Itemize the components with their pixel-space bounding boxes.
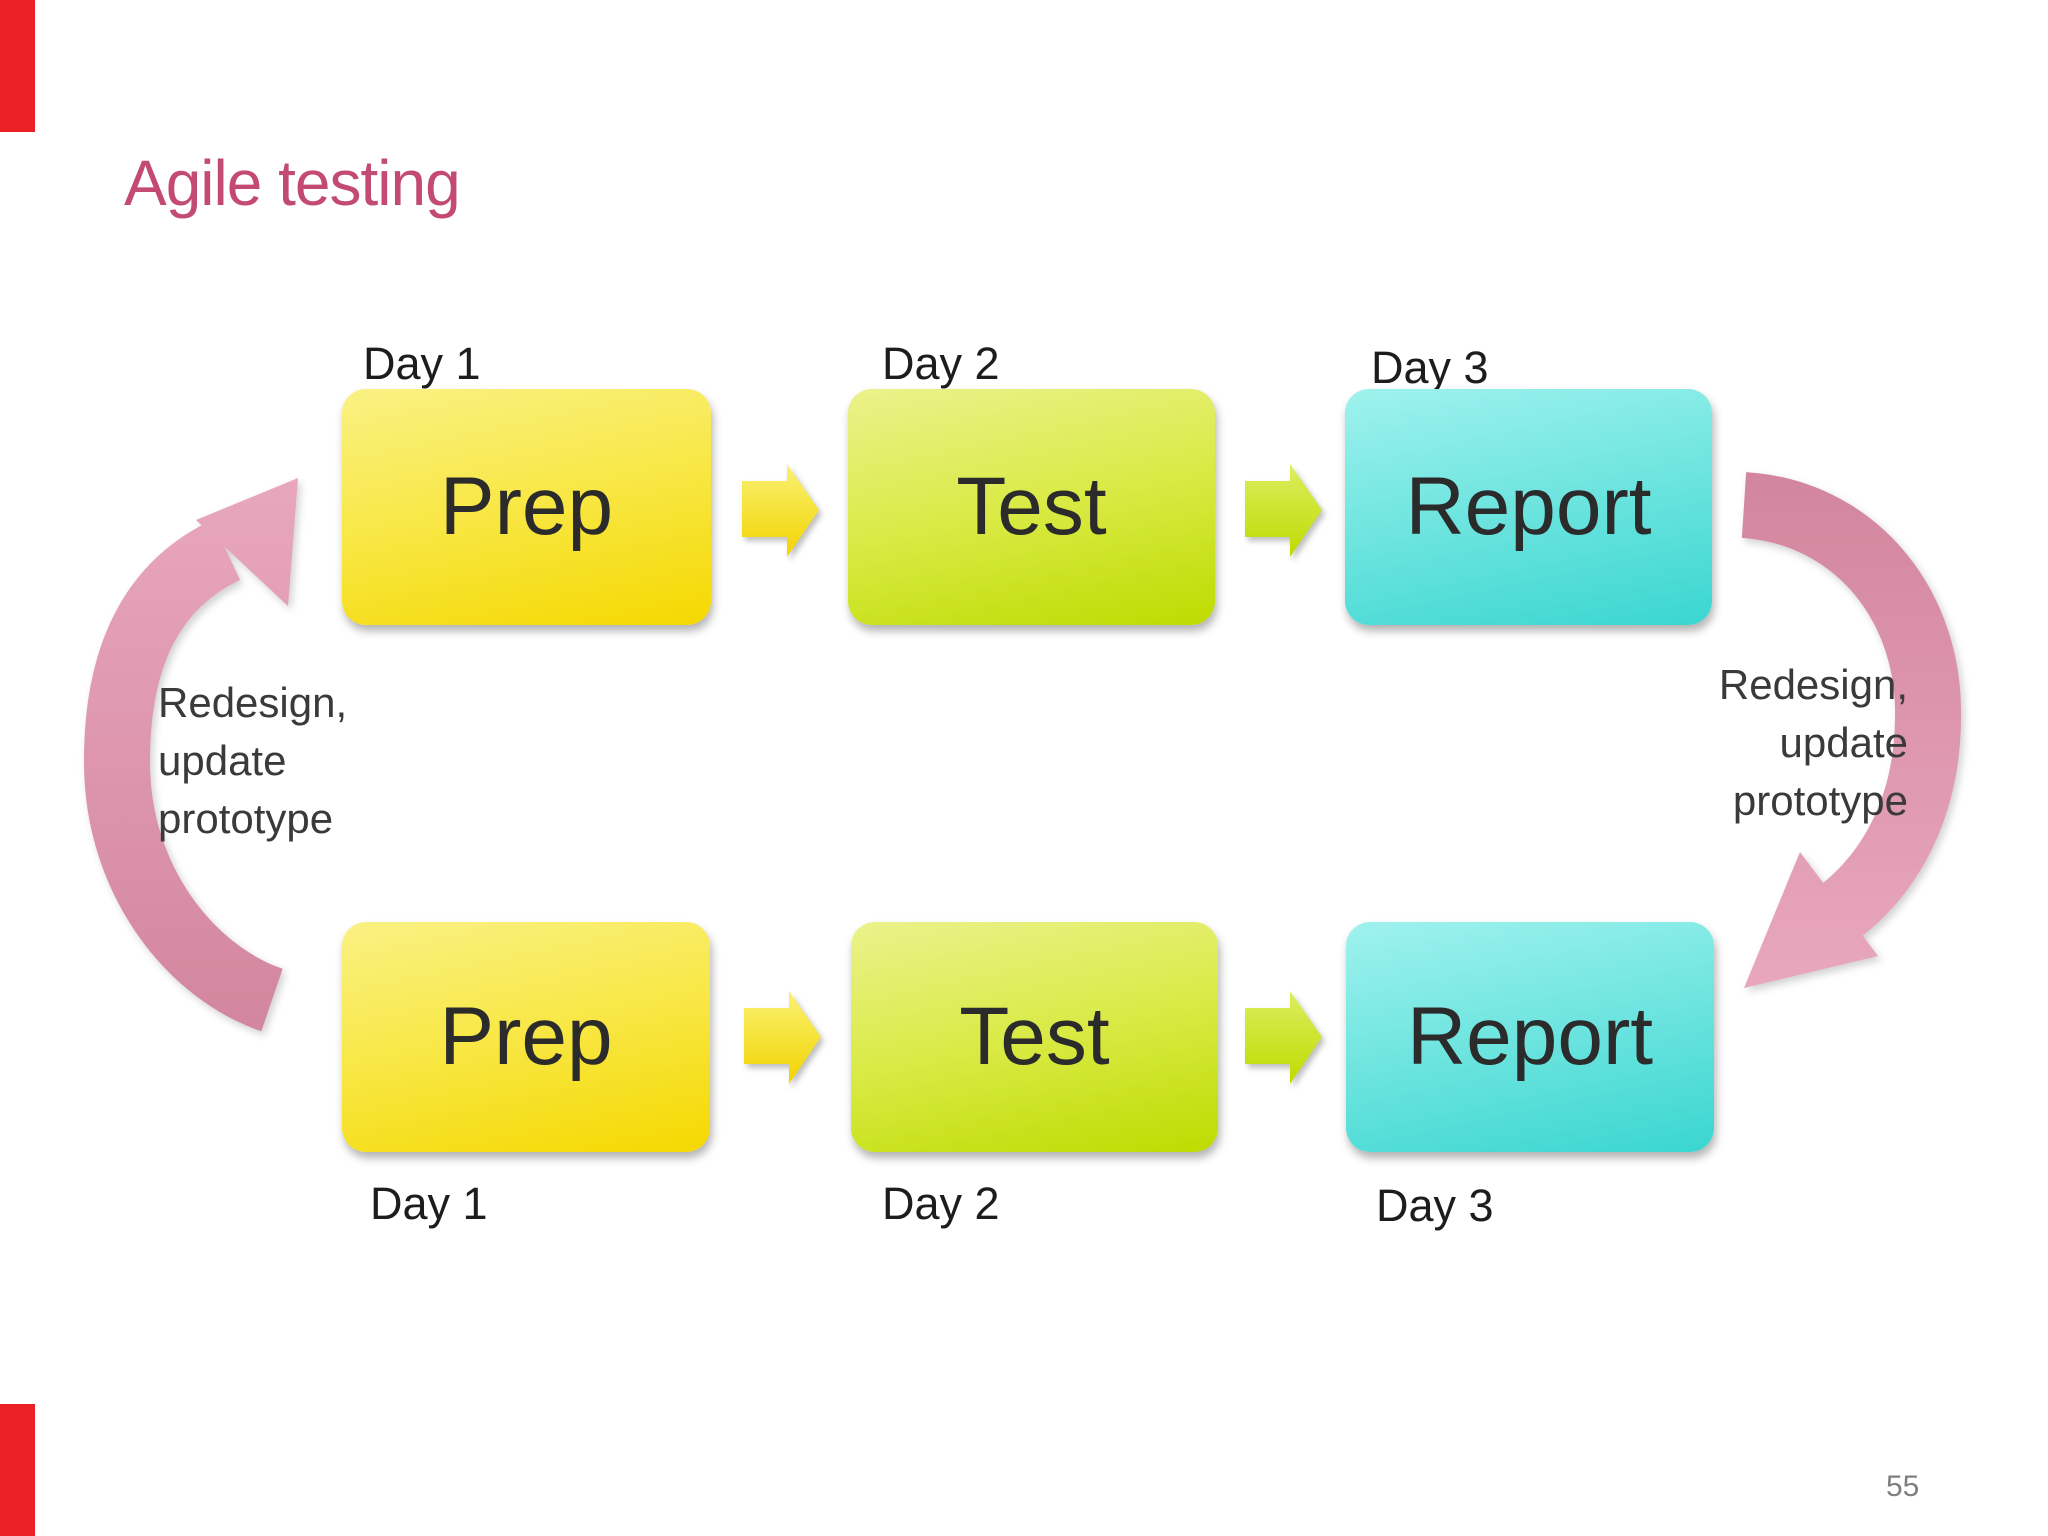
slide-title: Agile testing [124, 147, 461, 219]
process-box-report-top: Report [1345, 389, 1712, 625]
process-box-label: Prep [439, 461, 614, 552]
day-label-top-1: Day 1 [363, 338, 481, 389]
loop-annotation-line: update [158, 737, 287, 784]
day-label-bottom-3: Day 3 [1376, 1180, 1494, 1231]
process-box-label: Prep [439, 991, 613, 1082]
process-box-test-top: Test [848, 389, 1215, 625]
process-box-label: Test [956, 461, 1107, 552]
day-label-top-3: Day 3 [1371, 342, 1489, 393]
forward-arrow-icon [1245, 464, 1322, 557]
loop-annotation-line: prototype [158, 795, 334, 842]
process-box-report-bottom: Report [1346, 922, 1714, 1152]
forward-arrow-icon [744, 991, 821, 1084]
day-label-bottom-1: Day 1 [370, 1178, 488, 1229]
process-box-label: Report [1406, 991, 1654, 1082]
forward-arrow-icon [1245, 991, 1322, 1084]
loop-arrow-left-icon [83, 478, 298, 1032]
process-box-prep-bottom: Prep [342, 922, 710, 1152]
loop-annotation-line: Redesign, [1718, 661, 1908, 708]
day-label-bottom-2: Day 2 [882, 1178, 1000, 1229]
loop-arrow-right-icon [1740, 472, 1962, 988]
loop-annotation-line: Redesign, [158, 679, 348, 726]
red-edge-marker-bottom [0, 1404, 35, 1536]
page-number: 55 [1886, 1470, 1920, 1503]
forward-arrow-icon [742, 464, 819, 557]
day-label-top-2: Day 2 [882, 338, 1000, 389]
loop-annotation-line: prototype [1732, 777, 1908, 824]
loop-annotation-line: update [1779, 719, 1908, 766]
red-edge-marker-top [0, 0, 35, 132]
process-box-label: Report [1405, 461, 1652, 552]
loop-annotation-left: Redesign, update prototype [158, 674, 347, 848]
process-box-label: Test [959, 991, 1110, 1082]
process-box-prep-top: Prep [342, 389, 711, 625]
loop-annotation-right: Redesign, update prototype [1719, 656, 1908, 830]
process-box-test-bottom: Test [851, 922, 1218, 1152]
